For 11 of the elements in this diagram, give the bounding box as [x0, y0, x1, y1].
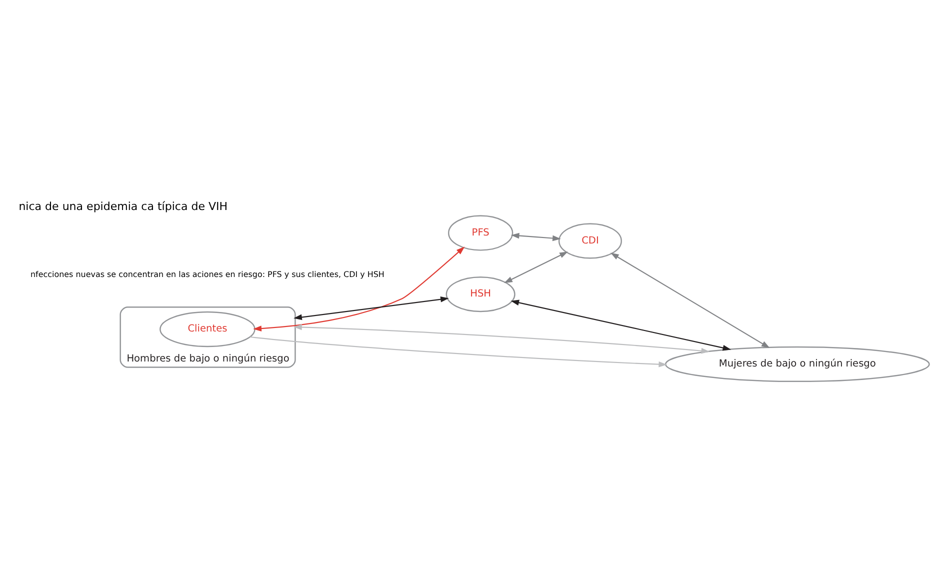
- arrow: [294, 296, 449, 320]
- node-ellipse: Clientes: [160, 310, 256, 347]
- arrow: [610, 252, 770, 348]
- arrow: [250, 336, 668, 367]
- arrow: [510, 299, 732, 350]
- node-ellipse: PFS: [448, 214, 514, 250]
- arrow: [504, 251, 568, 283]
- arrow: [253, 246, 465, 331]
- arrow: [510, 232, 561, 241]
- diagram-title: nica de una epidemia ca típica de VIH: [18, 199, 228, 212]
- arrow: [294, 324, 710, 354]
